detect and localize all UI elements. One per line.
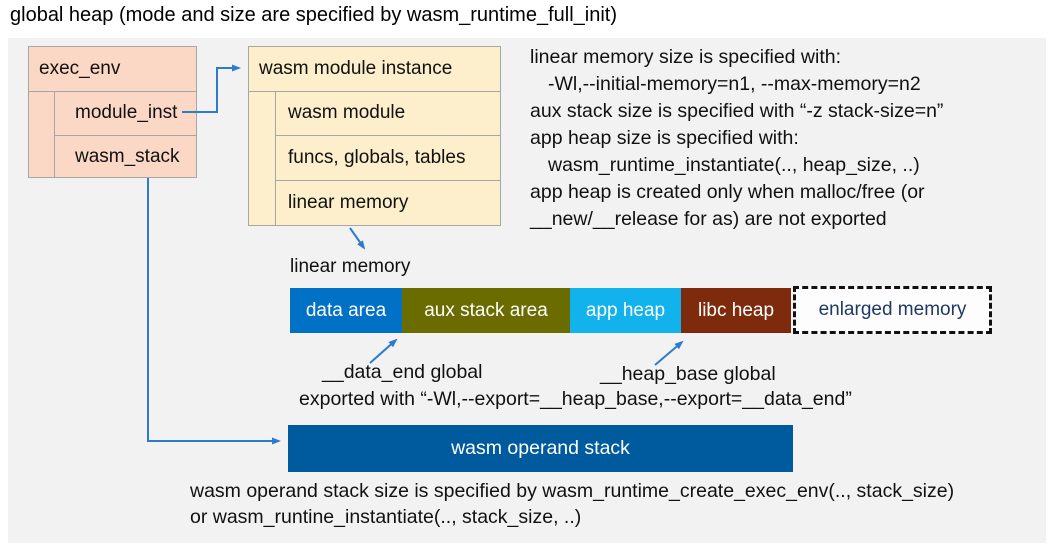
exec-env-gutter-line [54,91,55,177]
segment-libc-heap: libc heap [681,288,791,333]
segment-aux-stack-area: aux stack area [402,288,570,333]
segment-enlarged-memory: enlarged memory [793,286,992,334]
note-line: -Wl,--initial-memory=n1, --max-memory=n2 [548,73,921,95]
heap-base-global-label: __heap_base global [600,363,776,385]
note-line: linear memory size is specified with: [530,46,842,68]
wasm-module-instance-box: wasm module instance wasm module funcs, … [248,46,501,226]
memory-size-notes: linear memory size is specified with: -W… [530,44,1046,233]
exec-env-field-wasm-stack: wasm_stack [75,146,180,167]
exec-env-title: exec_env [29,47,196,92]
linear-memory-label: linear memory [290,256,411,277]
note-line: aux stack size is specified with “-z sta… [530,100,944,122]
module-instance-field-wasm-module: wasm module [276,91,500,136]
note-line: wasm operand stack size is specified by … [190,480,955,502]
exec-env-box: exec_env module_inst wasm_stack [28,46,197,178]
note-line: or wasm_runtine_instantiate(.., stack_si… [190,506,582,528]
module-instance-field-funcs-globals-tables: funcs, globals, tables [276,136,500,181]
export-flags-label: exported with “-Wl,--export=__heap_base,… [299,388,852,410]
diagram-title: global heap (mode and size are specified… [10,4,617,26]
wasm-operand-stack-box: wasm operand stack [288,425,793,472]
exec-env-field-module-inst: module_inst [55,91,196,136]
operand-stack-notes: wasm operand stack size is specified by … [190,478,954,530]
note-line: app heap size is specified with: [530,127,799,149]
data-end-global-label: __data_end global [322,361,483,383]
note-line: wasm_runtime_instantiate(.., heap_size, … [548,154,920,176]
wasm-module-instance-gutter-line [275,91,276,225]
segment-app-heap: app heap [570,288,681,333]
note-line: __new/__release for as) are not exported [530,208,887,230]
module-instance-field-linear-memory: linear memory [288,192,409,213]
note-line: app heap is created only when malloc/fre… [530,181,925,203]
segment-data-area: data area [290,288,402,333]
wasm-module-instance-title: wasm module instance [249,47,500,92]
